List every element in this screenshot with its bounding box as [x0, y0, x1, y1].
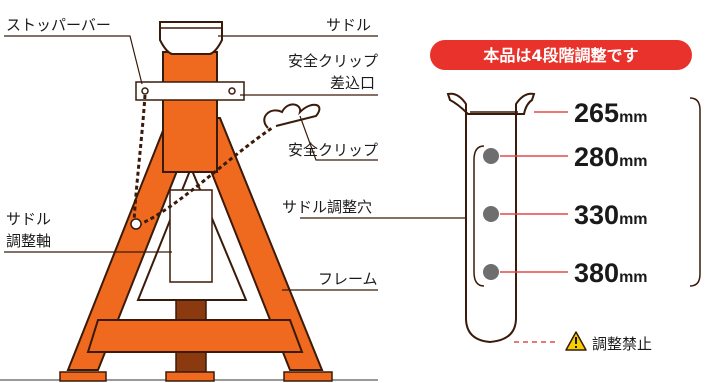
height-280-value: 280 [574, 142, 619, 172]
stopper-pin-right [228, 87, 236, 95]
height-265-unit: mm [619, 109, 647, 126]
frame-crossbar [86, 319, 304, 353]
height-330: 330mm [574, 200, 648, 230]
frame-column [162, 51, 218, 173]
chain-right [137, 126, 273, 227]
holes-bracket [473, 145, 485, 287]
height-280: 280mm [574, 142, 648, 172]
warning-mark-bar [575, 337, 577, 344]
heights-bracket [689, 97, 701, 287]
hole-1 [483, 148, 499, 164]
label-saddle-shaft-2: 調整軸 [6, 232, 51, 250]
foot-left [59, 371, 107, 382]
saddle [159, 21, 223, 55]
label-safety-clip: 安全クリップ [288, 141, 378, 159]
labels: ストッパーバー サドル 安全クリップ 差込口 安全クリップ サドル 調整軸 サド… [6, 16, 378, 288]
hole-2 [483, 206, 499, 222]
height-guides [500, 111, 568, 343]
height-values: 265mm 280mm 330mm 380mm [574, 98, 648, 288]
height-380-unit: mm [619, 269, 647, 286]
label-saddle-holes: サドル調整穴 [282, 198, 372, 216]
label-frame: フレーム [318, 270, 378, 288]
banner-bg [430, 40, 692, 70]
label-saddle-shaft-1: サドル [6, 210, 51, 228]
chain-left [132, 94, 147, 223]
height-330-unit: mm [619, 211, 647, 228]
foot-center [165, 371, 215, 382]
banner: 本品は4段階調整です [430, 40, 692, 70]
foot-right [283, 371, 333, 382]
stopper-pin-left [141, 87, 149, 95]
label-saddle: サドル [326, 16, 371, 34]
height-380-value: 380 [574, 258, 619, 288]
label-safety-clip-slot-1: 安全クリップ [288, 52, 378, 70]
height-265: 265mm [574, 98, 648, 128]
label-stopper-bar: ストッパーバー [6, 16, 111, 34]
hole-3 [483, 264, 499, 280]
chain-ring [130, 218, 142, 230]
height-380: 380mm [574, 258, 648, 288]
banner-text: 本品は4段階調整です [483, 46, 638, 65]
height-330-value: 330 [574, 200, 619, 230]
warning-text: 調整禁止 [592, 335, 652, 353]
safety-clip [263, 103, 321, 129]
jack-stand [0, 21, 378, 382]
warning-mark-dot [575, 346, 577, 348]
shaft-upper [169, 189, 213, 283]
label-safety-clip-slot-2: 差込口 [330, 74, 375, 92]
stopper-bar [135, 81, 245, 101]
height-265-value: 265 [574, 98, 619, 128]
height-280-unit: mm [619, 153, 647, 170]
warning: 調整禁止 [565, 331, 652, 353]
